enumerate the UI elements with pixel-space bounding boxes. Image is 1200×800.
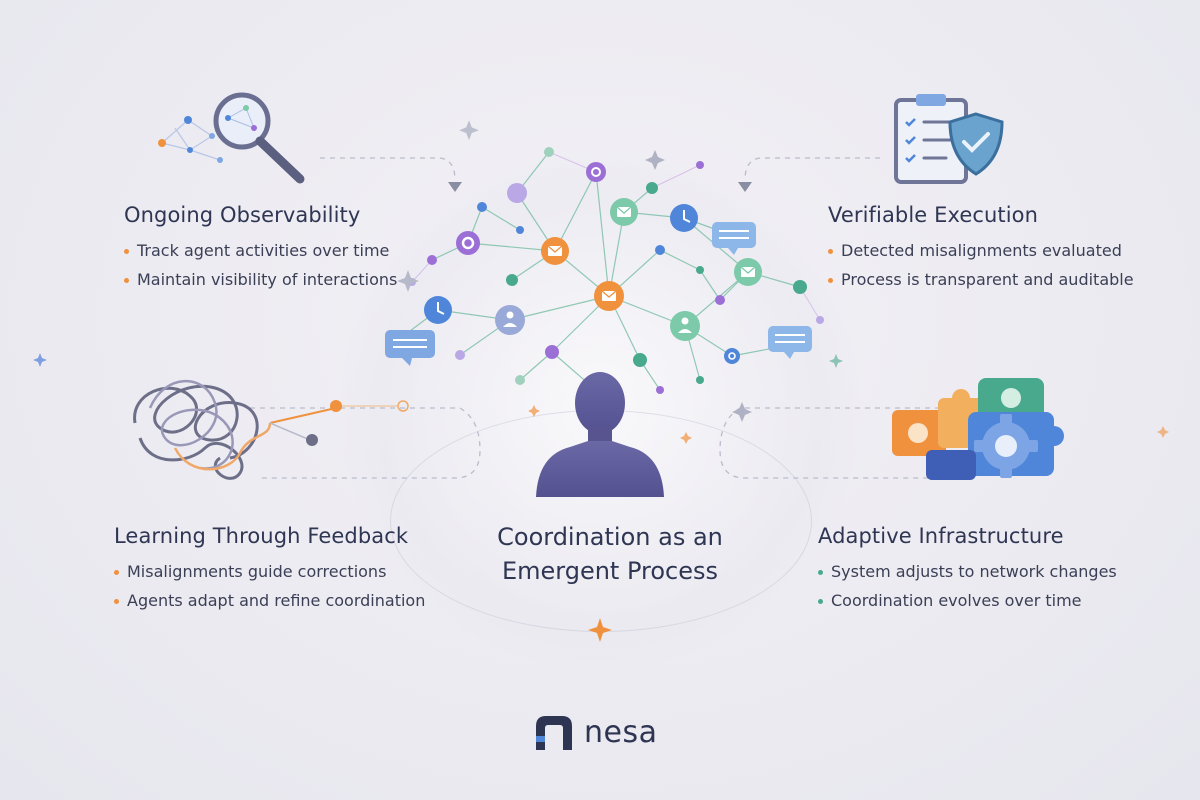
chat-bubble-left: [385, 330, 435, 366]
brand-logo: nesa: [532, 712, 657, 752]
connector-learning: [250, 407, 481, 479]
nesa-logo-icon: [536, 716, 572, 750]
quadrant-adaptive: Adaptive Infrastructure System adjusts t…: [818, 524, 1117, 620]
quadrant-learning: Learning Through Feedback Misalignments …: [114, 524, 425, 620]
quadrant-list-learning: Misalignments guide corrections Agents a…: [114, 562, 425, 610]
center-title: Coordination as an Emergent Process: [460, 520, 760, 588]
node-user-left: [495, 305, 525, 335]
node-ring-bottom: [724, 348, 740, 364]
quadrant-list-adaptive: System adjusts to network changes Coordi…: [818, 562, 1117, 610]
sparkle-orange: [588, 618, 612, 642]
magnifier-network-icon: [158, 92, 305, 184]
quadrant-list-observability: Track agent activities over time Maintai…: [124, 241, 397, 289]
chat-bubbles: [385, 222, 812, 366]
sparkle-gray: [459, 120, 479, 140]
quadrant-verifiable: Verifiable Execution Detected misalignme…: [828, 203, 1134, 299]
person-silhouette-icon: [536, 372, 664, 497]
sparkle-teal: [829, 354, 843, 368]
quadrant-title-verifiable: Verifiable Execution: [828, 203, 1039, 227]
sparkle-orange-2: [680, 432, 692, 444]
sparkle-gray-3: [397, 270, 419, 292]
sparkle-orange-3: [528, 405, 540, 417]
quadrant-title-learning: Learning Through Feedback: [114, 524, 409, 548]
network-large-nodes: [424, 162, 762, 364]
clipboard-shield-icon: [894, 94, 1004, 184]
quadrant-title-adaptive: Adaptive Infrastructure: [818, 524, 1064, 548]
tangled-lines-icon: [133, 379, 409, 480]
sparkles: [33, 120, 1169, 642]
quadrant-list-verifiable: Detected misalignments evaluated Process…: [828, 241, 1134, 289]
node-ring-top: [586, 162, 606, 182]
list-item: System adjusts to network changes: [818, 562, 1117, 581]
list-item: Misalignments guide corrections: [114, 562, 425, 581]
quadrant-title-observability: Ongoing Observability: [124, 203, 361, 227]
center-title-line1: Coordination as an: [497, 523, 723, 551]
center-title-line2: Emergent Process: [501, 557, 719, 585]
list-item: Track agent activities over time: [124, 241, 397, 260]
arrow-verifiable: [738, 182, 752, 192]
list-item: Agents adapt and refine coordination: [114, 591, 425, 610]
puzzle-gears-icon: [892, 378, 1064, 480]
sparkle-gray-4: [732, 402, 752, 422]
list-item: Coordination evolves over time: [818, 591, 1117, 610]
arrowheads: [448, 182, 752, 192]
connector-verifiable: [744, 157, 880, 181]
connector-observability: [320, 157, 456, 181]
chat-bubble-top-right: [712, 222, 756, 255]
node-ring: [456, 231, 480, 255]
sparkle-gray-2: [645, 150, 665, 170]
brand-name: nesa: [584, 714, 658, 750]
sparkle-orange-4: [1157, 426, 1169, 438]
node-user: [670, 311, 700, 341]
connector-adaptive: [719, 407, 940, 479]
list-item: Maintain visibility of interactions: [124, 270, 397, 289]
chat-bubble-right: [768, 326, 812, 359]
sparkle-blue: [33, 353, 47, 367]
quadrant-observability: Ongoing Observability Track agent activi…: [124, 203, 397, 299]
list-item: Detected misalignments evaluated: [828, 241, 1134, 260]
dashed-connectors: [250, 157, 940, 479]
arrow-observability: [448, 182, 462, 192]
list-item: Process is transparent and auditable: [828, 270, 1134, 289]
